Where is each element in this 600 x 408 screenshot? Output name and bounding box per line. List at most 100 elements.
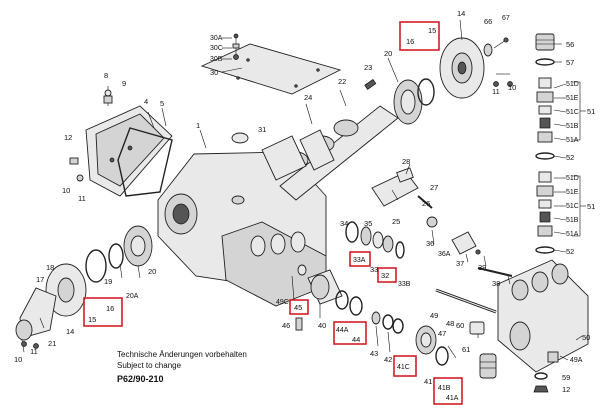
label-14-top: 14 <box>457 9 465 18</box>
dipstick-8-9 <box>103 86 113 106</box>
valve-plug-56 <box>535 33 555 51</box>
label-66: 66 <box>484 17 492 26</box>
label-52-2: 52 <box>566 247 574 256</box>
label-31: 31 <box>258 125 266 134</box>
leader-lines <box>39 19 583 361</box>
highlight-box-44a-44 <box>333 321 367 345</box>
piston-36-37 <box>426 216 513 277</box>
label-11-left: 11 <box>78 194 86 203</box>
label-1: 1 <box>196 121 200 130</box>
highlight-box-45 <box>289 299 309 315</box>
label-52-1: 52 <box>566 153 574 162</box>
oring-57 <box>535 58 555 66</box>
label-56: 56 <box>566 40 574 49</box>
seal-housing-40 <box>297 264 343 305</box>
model-code: P62/90-210 <box>117 374 164 384</box>
oring-16-bottom <box>85 249 107 283</box>
label-61: 61 <box>462 345 470 354</box>
tie-rods-47-48 <box>435 288 497 314</box>
highlight-box-33a <box>349 251 371 267</box>
label-28: 28 <box>402 157 410 166</box>
label-23: 23 <box>364 63 372 72</box>
label-36: 36 <box>426 239 434 248</box>
label-45: 45 <box>294 303 302 312</box>
label-44a: 44A <box>336 327 349 334</box>
label-25: 25 <box>392 217 400 226</box>
label-15-bottom: 15 <box>88 315 96 324</box>
label-44: 44 <box>352 335 360 344</box>
label-41a: 41A <box>446 395 459 402</box>
label-36a: 36A <box>438 251 451 258</box>
bracket-51 <box>572 81 586 237</box>
label-9: 9 <box>122 79 126 88</box>
label-11-top: 11 <box>492 87 500 96</box>
seal-66 <box>483 37 509 57</box>
label-21: 21 <box>48 339 56 348</box>
label-17: 17 <box>36 275 44 284</box>
label-33: 33 <box>370 265 378 274</box>
label-14-bottom: 14 <box>66 327 74 336</box>
label-33a: 33A <box>353 257 366 264</box>
disclaimer-english: Subject to change <box>117 361 182 370</box>
plunger-27-28 <box>371 167 433 209</box>
flange-cover-14-top <box>439 37 485 99</box>
bearing-20-bottom <box>123 225 153 267</box>
highlight-box-41b-41a <box>433 377 463 405</box>
label-42: 42 <box>384 355 392 364</box>
label-12-left: 12 <box>64 133 72 142</box>
highlight-box-15-16-top <box>399 21 440 51</box>
drain-plug-12 <box>69 157 84 182</box>
highlight-box-41c <box>393 355 417 377</box>
label-41: 41 <box>424 377 432 386</box>
conrods-24 <box>261 129 335 181</box>
label-39: 39 <box>478 263 486 272</box>
flange-cover-14-bottom <box>45 263 87 317</box>
label-47: 47 <box>438 329 446 338</box>
small-screws-30 <box>232 33 240 60</box>
label-10-bottom: 10 <box>14 355 22 364</box>
label-12-bottom: 12 <box>562 385 570 394</box>
label-10-left: 10 <box>62 186 70 195</box>
label-26: 26 <box>422 199 430 208</box>
label-18: 18 <box>46 263 54 272</box>
label-59: 59 <box>562 373 570 382</box>
label-20a: 20A <box>126 293 139 300</box>
label-30a: 30A <box>210 35 223 42</box>
label-33b: 33B <box>398 281 411 288</box>
bearing-20-top <box>393 79 423 125</box>
label-24: 24 <box>304 93 312 102</box>
bolts-10-11-bottom <box>21 339 39 353</box>
label-51-upper: 51 <box>587 107 595 116</box>
plug-61 <box>479 353 497 379</box>
label-51b-1: 51B <box>566 123 579 130</box>
label-51a-1: 51A <box>566 137 579 144</box>
rear-cover-3 <box>85 105 173 197</box>
label-30c: 30C <box>210 45 223 52</box>
label-15-top: 15 <box>428 26 436 35</box>
label-48: 48 <box>446 319 454 328</box>
label-16-top: 16 <box>406 37 414 46</box>
label-37: 37 <box>456 259 464 268</box>
label-51e-1: 51E <box>566 95 579 102</box>
disclaimer-german: Technische Änderungen vorbehalten <box>117 350 247 359</box>
valve-stack-2 <box>535 171 555 254</box>
part-labels: 30A 30C 30B 30 14 66 67 16 15 56 57 8 9 … <box>14 9 595 402</box>
label-38: 38 <box>492 279 500 288</box>
label-11-bottom: 11 <box>30 347 38 356</box>
label-51a-2: 51A <box>566 231 579 238</box>
label-49a: 49A <box>570 357 583 364</box>
label-46: 46 <box>282 321 290 330</box>
pin-46 <box>295 317 303 331</box>
label-51d-2: 51D <box>566 175 579 182</box>
shaft-guard-21 <box>15 287 57 341</box>
label-35: 35 <box>364 219 372 228</box>
label-41b: 41B <box>438 385 451 392</box>
label-60: 60 <box>456 321 464 330</box>
label-32: 32 <box>381 271 389 280</box>
highlight-box-32 <box>377 267 397 283</box>
retainers-32-33 <box>372 231 405 259</box>
label-49: 49 <box>430 311 438 320</box>
label-51c-1: 51C <box>566 109 579 116</box>
label-16-bottom: 16 <box>106 304 114 313</box>
